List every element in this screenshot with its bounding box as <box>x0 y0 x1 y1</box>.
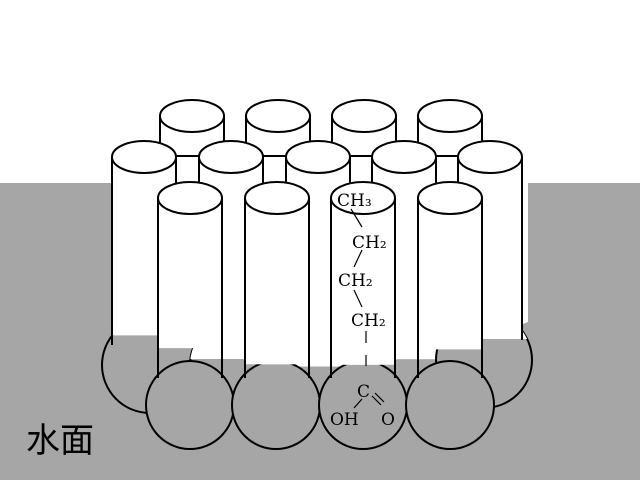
head-label-oxygen: O <box>381 410 395 430</box>
chain-label-ch2-3: CH₂ <box>351 311 386 331</box>
chain-label-ch2-2: CH₂ <box>338 271 373 291</box>
molecule-front-1 <box>145 181 235 450</box>
carbon-chain <box>350 208 385 409</box>
chain-label-ch3: CH₃ <box>337 191 372 211</box>
head-label-carbon: C <box>357 382 370 402</box>
chain-label-ch2-1: CH₂ <box>352 233 387 253</box>
water-surface-label: 水面 <box>26 421 94 461</box>
molecule-front-2 <box>231 181 321 450</box>
head-label-hydroxyl: OH <box>330 410 359 430</box>
molecule-front-labeled <box>318 181 408 450</box>
molecule-front-4 <box>405 181 495 450</box>
